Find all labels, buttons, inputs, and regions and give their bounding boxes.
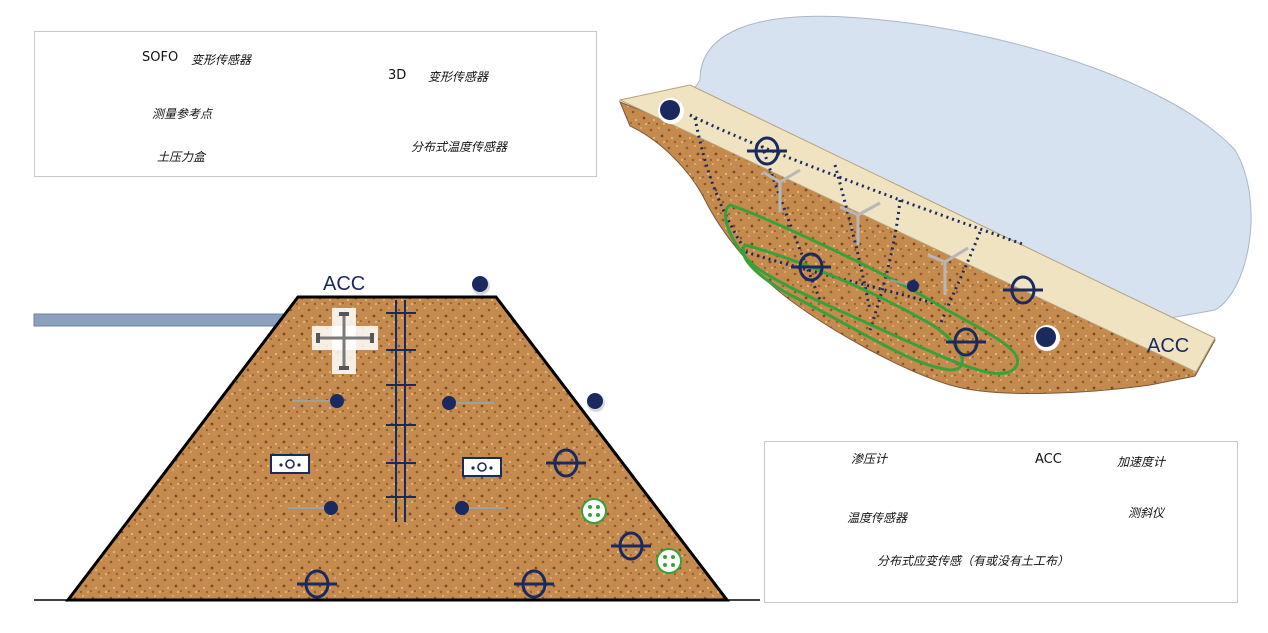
water-body <box>689 15 1252 319</box>
dist-temp-label: 分布式温度传感器 <box>411 140 508 154</box>
distributed-temperature-icon <box>656 548 682 574</box>
slope-diagram: ACC <box>618 15 1252 394</box>
cross-section-diagram: ACC <box>33 273 760 602</box>
temperature-label: 温度传感器 <box>847 511 908 525</box>
distributed-temperature-icon <box>581 498 607 524</box>
3d-sensor-3 <box>927 246 969 295</box>
dotted-strain-path <box>689 113 1026 247</box>
pressure-cell-icon <box>455 501 505 515</box>
pressure-cell-icon <box>442 396 494 410</box>
3d-sensor-1 <box>762 168 801 212</box>
pressure-cell-icon <box>292 394 344 408</box>
dotted-strain-lower <box>739 248 941 307</box>
acc-label-section: ACC <box>323 273 365 295</box>
3d-sensor-2 <box>839 201 881 245</box>
acc-label: 加速度计 <box>1117 455 1166 469</box>
acc-label-slope: ACC <box>1147 335 1189 357</box>
sofo-abbr: SOFO <box>142 50 179 65</box>
pressure-cell-label: 土压力盒 <box>157 150 206 164</box>
legend-top: SOFO 变形传感器 3D 变形传感器 测量参考点 土压力盒 分布式温度传感器 <box>34 31 597 177</box>
ref-point-label: 测量参考点 <box>152 107 213 121</box>
dist-strain-label: 分布式应变传感（有或没有土工布） <box>877 554 1070 568</box>
pipe <box>33 313 285 327</box>
strain-box-icon <box>462 457 502 477</box>
sofo-label: 变形传感器 <box>191 53 252 67</box>
three-d-label: 变形传感器 <box>428 70 489 84</box>
temp-fiber-loop-1 <box>723 203 1019 376</box>
three-d-abbr: 3D <box>388 68 407 83</box>
sofo-cross-sensor <box>312 308 378 374</box>
strain-box-icon <box>270 454 310 474</box>
inclinometer-column <box>386 300 416 522</box>
reference-point-icon <box>587 393 605 412</box>
inclinometer-label: 测斜仪 <box>1128 506 1165 520</box>
embankment-body <box>64 295 731 602</box>
legend-bottom: 渗压计 ACC 加速度计 温度传感器 测斜仪 分布式应变传感（有或没有土工布） <box>764 441 1238 603</box>
acc-layer <box>618 84 1216 373</box>
reference-point-icon <box>658 98 684 124</box>
reference-point-icon <box>1034 325 1060 351</box>
piezometer-label: 渗压计 <box>851 452 888 466</box>
temp-fiber-loop-2 <box>741 243 964 372</box>
pressure-cell-icon <box>889 279 919 292</box>
acc-abbr: ACC <box>1035 452 1062 467</box>
reference-point-icon <box>472 276 490 295</box>
dotted-strain-loop <box>693 117 982 331</box>
pressure-cell-icon <box>288 501 338 515</box>
